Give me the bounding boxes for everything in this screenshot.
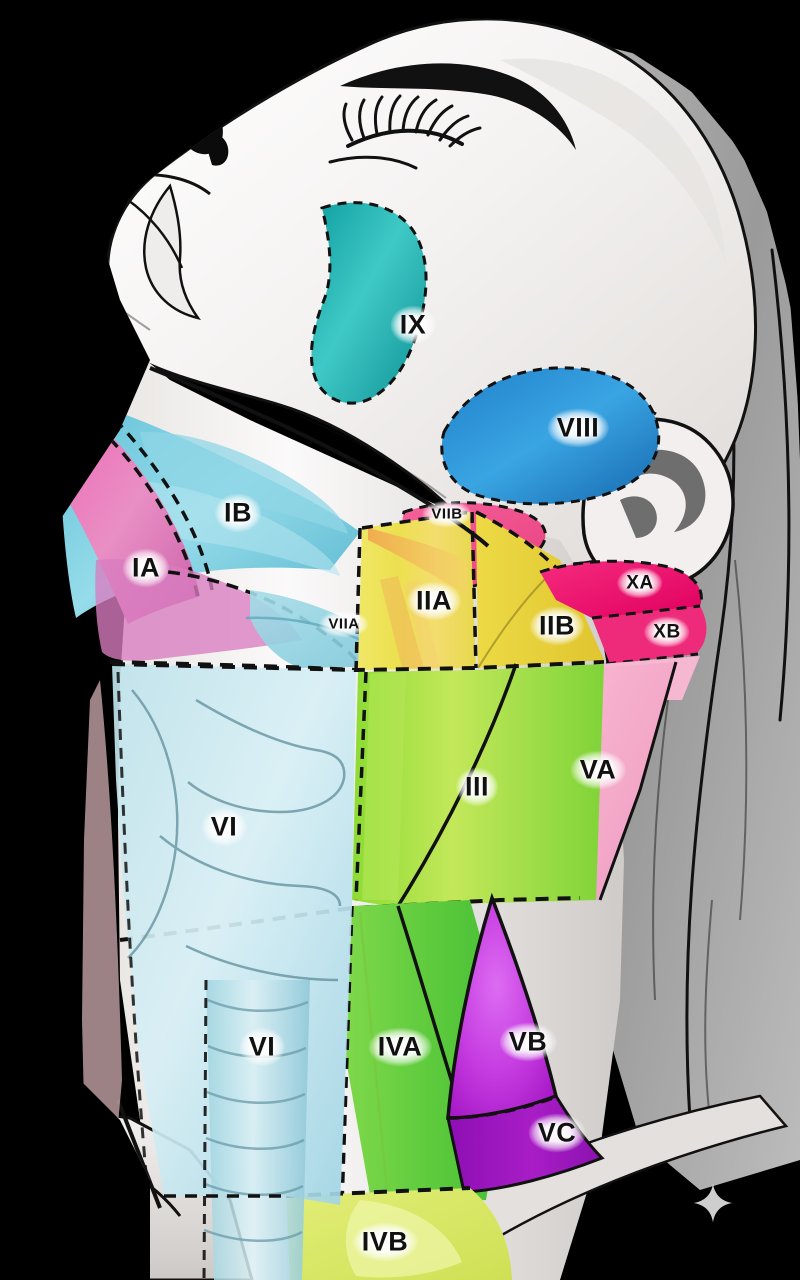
eyelid (346, 128, 464, 148)
boundary-IIA-IIB (470, 511, 478, 669)
boundary-IIA-left (354, 527, 362, 673)
nose-shape (143, 183, 201, 320)
level-label-IA[interactable]: IA (123, 548, 169, 588)
level-region-IX (309, 201, 428, 405)
boundary-VB-VC (447, 1094, 559, 1120)
level-label-XA[interactable]: XA (617, 567, 663, 599)
level-label-VIIA[interactable]: VIIA (319, 610, 369, 638)
level-label-IIA[interactable]: IIA (406, 581, 462, 621)
level-label-VB[interactable]: VB (499, 1022, 557, 1062)
mandible-line (149, 366, 490, 548)
level-label-IVA[interactable]: IVA (368, 1027, 432, 1067)
level-label-VC[interactable]: VC (528, 1113, 586, 1153)
thyroid-outline (127, 689, 346, 982)
level-label-VA[interactable]: VA (570, 750, 626, 790)
level-label-VIIB[interactable]: VIIB (422, 500, 472, 528)
level-label-VI-lower[interactable]: VI (239, 1027, 285, 1067)
level-label-VIII[interactable]: VIII (547, 408, 609, 448)
sparkle-icon (693, 1183, 733, 1223)
eyebrow (340, 63, 576, 151)
eyelashes (342, 94, 482, 148)
level-label-XB[interactable]: XB (644, 616, 690, 648)
trachea (203, 980, 310, 1280)
level-label-III[interactable]: III (455, 767, 499, 807)
boundary-III-VI (354, 671, 368, 901)
boundary-VI-left (202, 979, 208, 1280)
level-label-IIB[interactable]: IIB (529, 606, 585, 646)
level-label-IB[interactable]: IB (215, 493, 261, 533)
level-label-IX[interactable]: IX (390, 305, 436, 345)
strap-muscle (82, 680, 122, 1190)
level-label-VI-upper[interactable]: VI (201, 807, 247, 847)
level-label-IVB[interactable]: IVB (352, 1222, 418, 1262)
